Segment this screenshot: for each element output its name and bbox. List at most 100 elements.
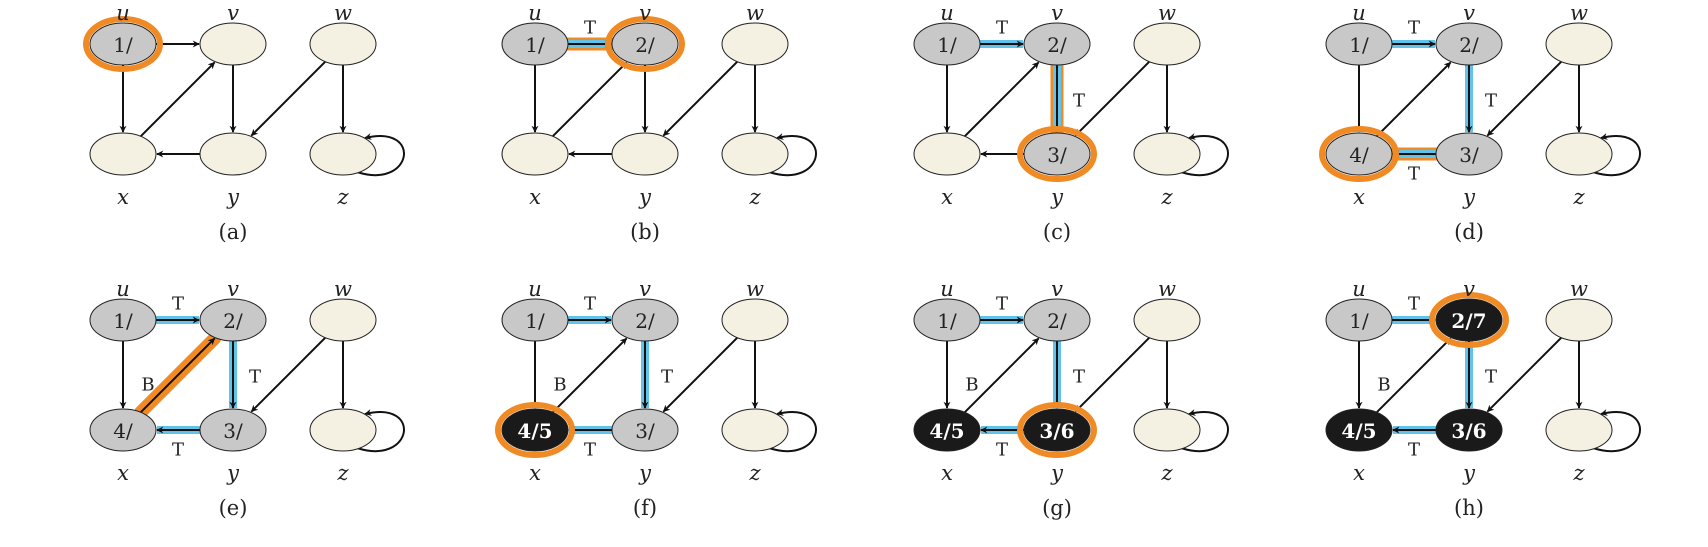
panel-caption: (c) [1043, 220, 1071, 244]
node-ellipse [89, 298, 157, 342]
node-ellipse [1435, 298, 1503, 342]
node-highlight-ring [495, 402, 575, 458]
node-ellipse [199, 22, 267, 66]
edge-labels: TT [996, 18, 1085, 112]
edge-x-v [964, 337, 1040, 413]
node-x: x [89, 132, 157, 209]
node-u: 1/u [913, 1, 981, 66]
node-v: 2/v [1023, 277, 1091, 342]
panel-caption: (f) [633, 496, 657, 520]
node-ellipse [89, 22, 157, 66]
node-y: 3/y [199, 408, 267, 485]
vertex-name-v: v [1463, 277, 1475, 301]
panel-caption: (e) [219, 496, 248, 520]
edge-w-y [1074, 337, 1150, 413]
edge-label-u-v: T [996, 18, 1008, 39]
edge-label-u-v: T [996, 294, 1008, 315]
vertex-name-z: z [336, 185, 349, 209]
vertex-name-w: w [1158, 1, 1176, 25]
edges [943, 316, 1229, 453]
edge-w-y [1486, 337, 1562, 413]
edge-label-x-v: B [141, 375, 154, 396]
discovery-label: 1/ [525, 309, 545, 333]
edge-w-y [250, 337, 326, 413]
node-x: 4/x [89, 408, 157, 485]
edge-label-u-v: T [172, 294, 184, 315]
node-ellipse [1023, 408, 1091, 452]
discovery-label: 3/6 [1039, 419, 1074, 443]
node-ellipse [721, 132, 789, 176]
node-ellipse [1545, 298, 1613, 342]
node-z: z [721, 132, 789, 209]
discovery-label: 1/ [1349, 309, 1369, 333]
vertex-name-u: u [940, 1, 954, 25]
vertex-name-y: y [638, 461, 652, 485]
vertex-name-y: y [1462, 185, 1476, 209]
edge-label-x-v: B [1377, 375, 1390, 396]
vertex-name-v: v [639, 277, 651, 301]
node-y: 3/y [1017, 126, 1097, 209]
edge-labels: TTT [1408, 18, 1497, 185]
node-ellipse [721, 22, 789, 66]
edge-label-v-y: T [249, 367, 261, 388]
vertex-name-x: x [1353, 461, 1365, 485]
vertex-name-u: u [116, 277, 130, 301]
node-x: 4/5x [495, 402, 575, 485]
edge-label-v-y: T [1485, 367, 1497, 388]
node-highlight-ring [1017, 126, 1097, 182]
vertex-name-u: u [528, 277, 542, 301]
node-x: x [913, 132, 981, 209]
vertex-name-y: y [1050, 461, 1064, 485]
node-y: 3/6 y [1017, 402, 1097, 485]
edge-w-y [1486, 61, 1562, 137]
edge-labels: T [584, 18, 596, 39]
edge-label-y-x: T [584, 440, 596, 461]
discovery-label: 1/ [113, 309, 133, 333]
edge-label-v-y: T [1485, 91, 1497, 112]
edge-label-v-y: T [1073, 367, 1085, 388]
node-ellipse [1023, 298, 1091, 342]
edge-w-y [662, 61, 738, 137]
node-v: 2/v [199, 277, 267, 342]
edge-w-y [250, 61, 326, 137]
node-x: 4/x [1319, 126, 1399, 209]
vertex-name-w: w [1570, 1, 1588, 25]
node-z: z [1133, 408, 1201, 485]
node-x: 4/5x [913, 408, 981, 485]
node-u: 1/u [89, 277, 157, 342]
vertex-name-z: z [748, 461, 761, 485]
edge-label-x-v: B [553, 375, 566, 396]
node-w: w [721, 1, 789, 66]
node-ellipse [1133, 22, 1201, 66]
node-v: 2/v [605, 1, 685, 72]
vertex-name-x: x [1353, 185, 1365, 209]
discovery-label: 2/7 [1451, 309, 1486, 333]
discovery-label: 1/ [937, 33, 957, 57]
vertex-name-x: x [529, 185, 541, 209]
node-ellipse [1325, 298, 1393, 342]
vertex-name-z: z [1160, 461, 1173, 485]
node-ellipse [309, 408, 377, 452]
node-y: y [199, 132, 267, 209]
node-ellipse [199, 132, 267, 176]
node-u: 1/u [913, 277, 981, 342]
node-ellipse [309, 132, 377, 176]
discovery-label: 4/5 [929, 419, 964, 443]
discovery-label: 1/ [1349, 33, 1369, 57]
node-ellipse [199, 408, 267, 452]
edge-label-v-y: T [1073, 91, 1085, 112]
vertex-name-y: y [226, 185, 240, 209]
edges [943, 40, 1229, 177]
edge-label-u-v: T [584, 18, 596, 39]
